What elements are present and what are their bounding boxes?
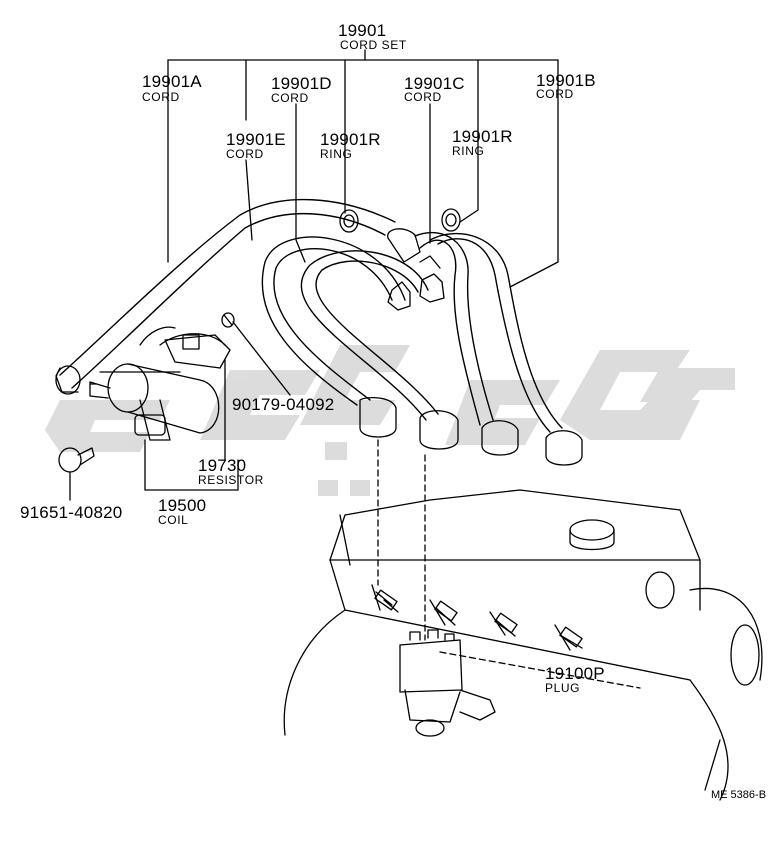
ignition-coil	[89, 333, 226, 441]
label-cord-c-name: CORD	[404, 90, 442, 104]
label-cord-set-number: 19901	[338, 21, 387, 40]
label-coil-name: COIL	[158, 513, 189, 527]
screw-part	[221, 312, 235, 328]
engine-block	[283, 489, 763, 801]
label-ring-2-number: 19901R	[452, 127, 513, 146]
watermark-logo	[45, 345, 735, 496]
label-plug-number: 19100P	[545, 664, 605, 683]
label-cord-a-name: CORD	[142, 90, 180, 104]
label-screw-number: 90179-04092	[232, 395, 335, 414]
distributor-boots	[387, 228, 445, 311]
resistor-part	[139, 326, 231, 369]
label-ring-1-name: RING	[320, 147, 353, 161]
label-coil-number: 19500	[158, 496, 207, 515]
label-cord-d-number: 19901D	[271, 74, 332, 93]
label-ring-2-name: RING	[452, 144, 485, 158]
plug-boots	[359, 396, 583, 466]
label-cord-e-number: 19901E	[226, 130, 286, 149]
label-cord-b-name: CORD	[536, 87, 574, 101]
label-resistor-number: 19730	[198, 456, 247, 475]
label-cord-set-name: CORD SET	[340, 38, 407, 52]
label-cord-b-number: 19901B	[536, 71, 596, 90]
ring-1	[339, 209, 359, 233]
label-plug-name: PLUG	[545, 681, 581, 695]
label-ring-1-number: 19901R	[320, 130, 381, 149]
label-cord-d-name: CORD	[271, 91, 309, 105]
label-cord-e-name: CORD	[226, 147, 264, 161]
reference-code: ME 5386-B	[711, 789, 767, 801]
label-cord-a-number: 19901A	[142, 72, 202, 91]
spark-plugs	[371, 584, 583, 651]
label-bolt-number: 91651-40820	[20, 503, 123, 522]
distributor	[399, 629, 496, 737]
ring-2	[441, 208, 461, 232]
line-art	[55, 49, 763, 801]
label-cord-c-number: 19901C	[404, 74, 465, 93]
label-resistor-name: RESISTOR	[198, 473, 264, 487]
